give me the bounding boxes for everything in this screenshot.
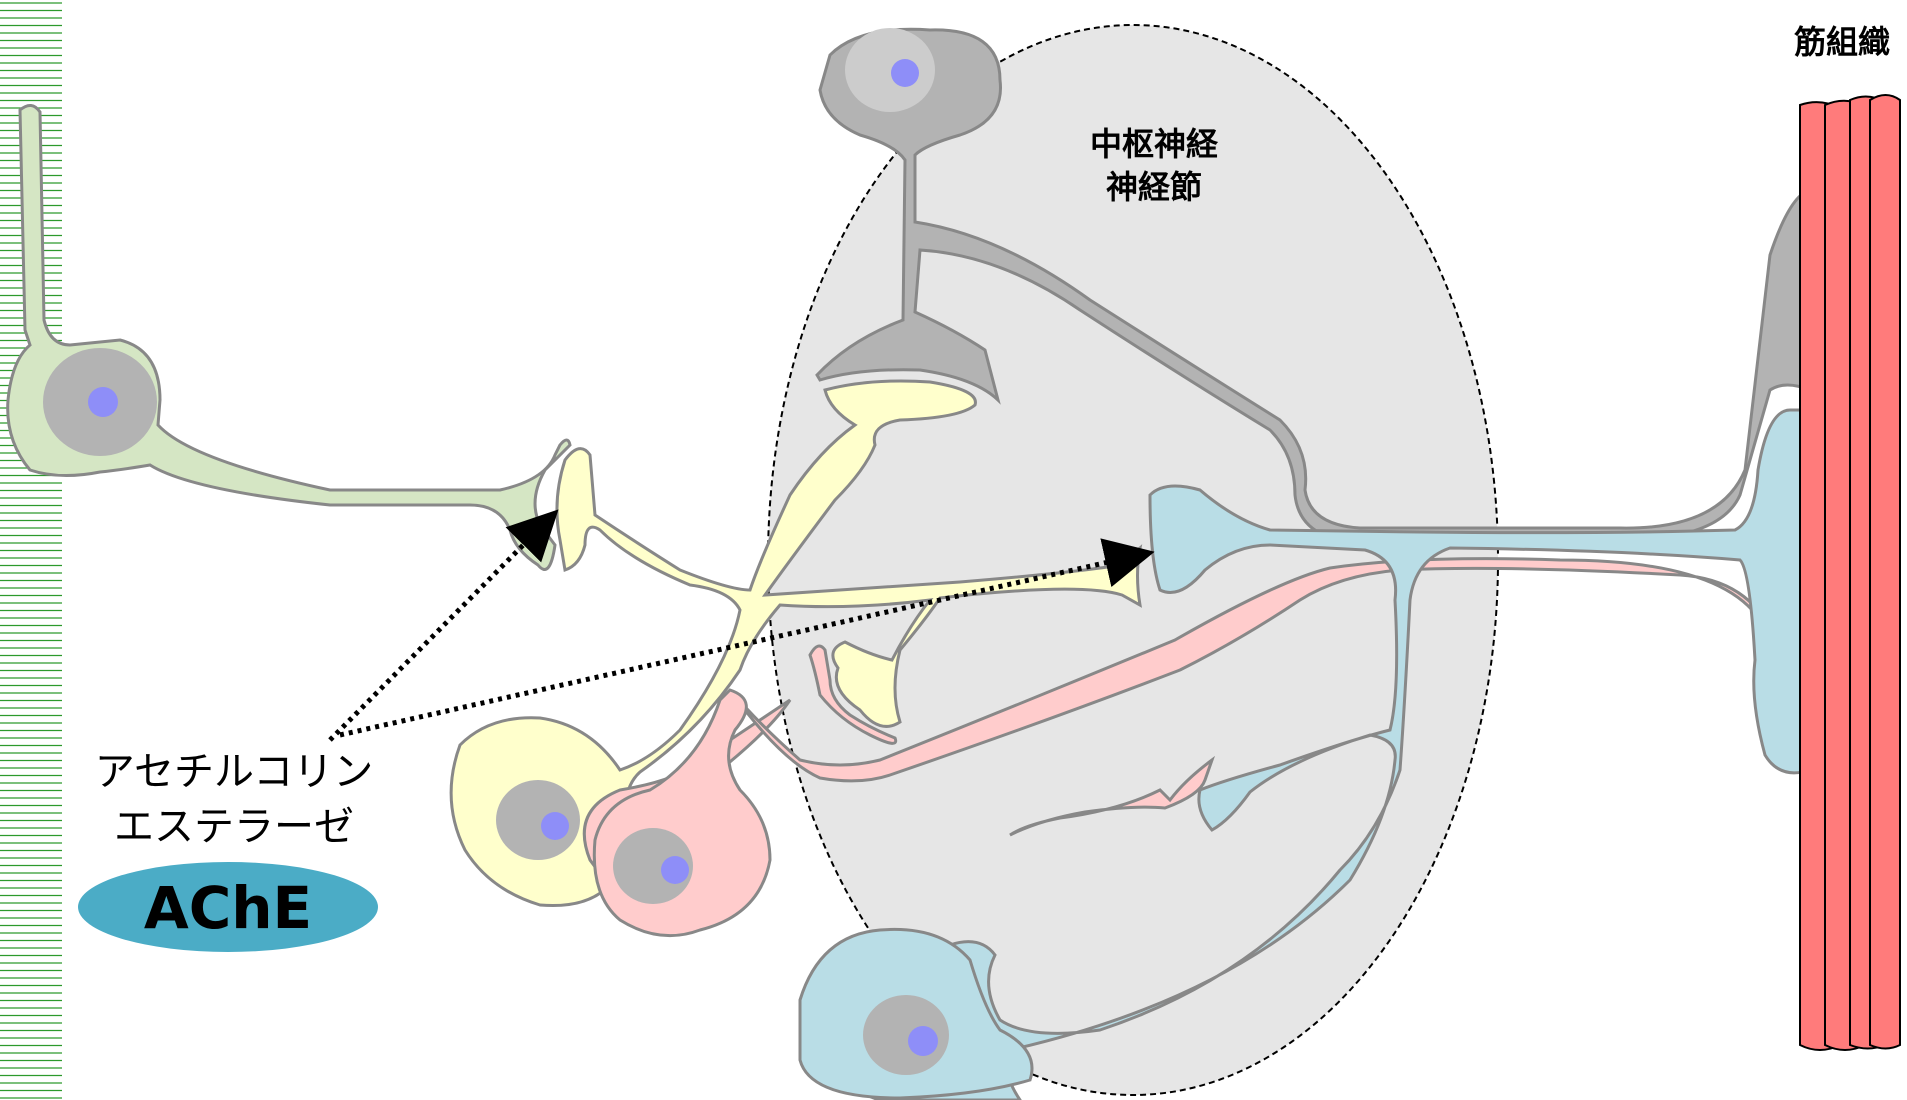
muscle-label: 筋組織 <box>1794 23 1890 61</box>
arrow-to-right-synapse <box>339 538 1155 738</box>
pink-neuron-soma-inner <box>613 828 693 904</box>
enzyme-label-line2: エステラーゼ <box>114 804 354 850</box>
nucleus <box>661 856 689 884</box>
ganglion-label-line2: 神経節 <box>1106 168 1202 206</box>
nucleus <box>908 1026 938 1056</box>
ache-label: AChE <box>144 874 312 942</box>
ganglion-label-line1: 中枢神経 <box>1090 125 1219 163</box>
left-striped-tissue <box>0 2 62 1099</box>
nucleus <box>891 59 919 87</box>
pink-synapse-terminal <box>1009 755 1216 837</box>
nucleus <box>88 387 118 417</box>
yellow-neuron-soma-inner <box>496 780 580 860</box>
green-neuron <box>6 104 572 571</box>
muscle-tissue <box>1799 94 1901 1051</box>
gray-neuron-soma-inner <box>845 28 935 112</box>
arrow-to-left-synapse <box>328 509 559 742</box>
ache-ellipse <box>78 862 378 952</box>
nucleus <box>541 812 569 840</box>
enzyme-label-line1: アセチルコリン <box>95 749 373 795</box>
